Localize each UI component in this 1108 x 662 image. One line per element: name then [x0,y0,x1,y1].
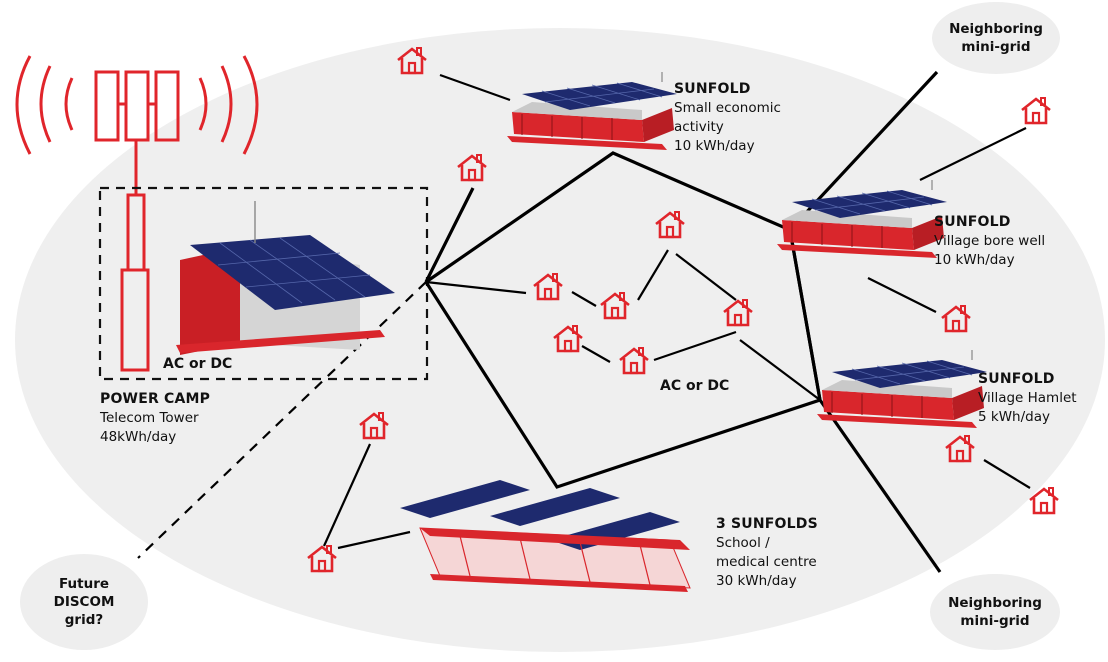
sunfold-top-line2: activity [674,119,724,135]
sunfold-well-line1: Village bore well [934,233,1046,249]
sunfold-school-line3: 30 kWh/day [716,573,797,589]
sunfold-hamlet-title: SUNFOLD [978,371,1055,387]
neighbor-top-line2: mini-grid [961,39,1031,55]
neighbor-bottom-line2: mini-grid [960,613,1030,629]
sunfold-school-title: 3 SUNFOLDS [716,516,818,532]
future-grid-line2: DISCOM [53,594,115,610]
sunfold-top-line1: Small economic [674,100,781,116]
power-camp-link-label: AC or DC [163,356,233,372]
sunfold-well-title: SUNFOLD [934,214,1011,230]
future-grid-line1: Future [58,576,110,592]
sunfold-top-title: SUNFOLD [674,81,751,97]
power-camp-line1: Telecom Tower [100,410,199,426]
telecom-tower-icon [15,55,259,372]
neighbor-minigrid-top: Neighboring mini-grid [932,2,1060,74]
sunfold-top-label: SUNFOLD Small economic activity 10 kWh/d… [674,80,781,156]
future-grid-link [137,281,427,559]
sunfold-well-label: SUNFOLD Village bore well 10 kWh/day [934,213,1045,270]
house-icon [1020,96,1052,125]
neighbor-top-line1: Neighboring [949,21,1043,37]
sunfold-top-line3: 10 kWh/day [674,138,755,154]
solar-container-icon [176,201,395,355]
sunfold-hamlet-line1: Village Hamlet [978,390,1077,406]
sunfold-school-line2: medical centre [716,554,817,570]
solar-container-icon [400,480,691,592]
future-grid-line3: grid? [64,612,104,628]
power-camp-line2: 48kWh/day [100,429,177,445]
sunfold-hamlet-label: SUNFOLD Village Hamlet 5 kWh/day [978,370,1077,427]
sunfold-school-line1: School / [716,535,770,551]
neighbor-bottom-line1: Neighboring [948,595,1042,611]
power-camp-label: POWER CAMP Telecom Tower 48kWh/day [100,390,210,447]
center-link-label: AC or DC [660,378,730,394]
sunfold-school-label: 3 SUNFOLDS School / medical centre 30 kW… [716,515,818,591]
grid-lines [424,70,942,573]
sunfold-hamlet-line2: 5 kWh/day [978,409,1050,425]
feeder-lines [322,73,1031,550]
neighbor-minigrid-bottom: Neighboring mini-grid [930,574,1060,650]
sunfold-well-line2: 10 kWh/day [934,252,1015,268]
power-camp-title: POWER CAMP [100,391,211,407]
